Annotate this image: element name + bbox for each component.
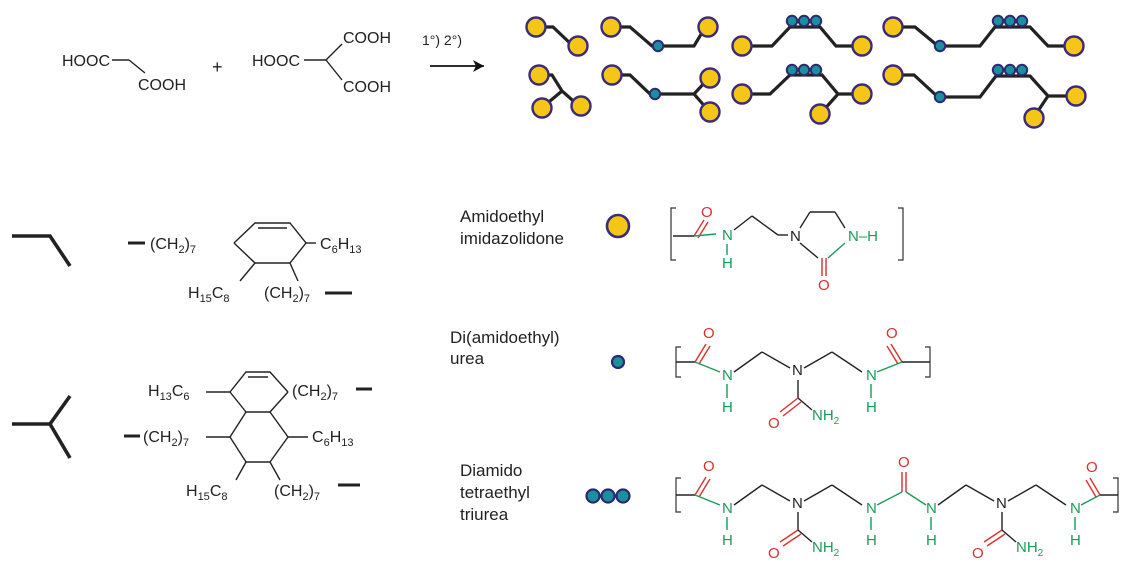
cooh-label-1: COOH <box>138 77 186 94</box>
reaction-arrow <box>430 60 484 72</box>
svg-text:H: H <box>722 532 733 549</box>
svg-text:H: H <box>926 532 937 549</box>
svg-text:N: N <box>1070 500 1081 517</box>
trimer-ch2-left: (CH2)7 <box>143 429 189 449</box>
svg-text:O: O <box>701 204 713 221</box>
product-dimer-2 <box>600 16 719 53</box>
svg-text:H: H <box>866 532 877 549</box>
legend-amidoethyl-line2: imidazolidone <box>460 229 564 248</box>
svg-text:N: N <box>996 495 1007 512</box>
legend-triurea-line1: Diamido <box>460 461 522 480</box>
malonic-acid: HOOC COOH <box>62 53 186 94</box>
product-trimer-3 <box>731 63 873 125</box>
dimer-symbol <box>12 234 72 267</box>
trimer-symbol <box>12 394 72 459</box>
svg-text:N: N <box>790 228 801 245</box>
svg-text:N: N <box>722 367 733 384</box>
hooc-label-2: HOOC <box>252 53 300 70</box>
legend-diamidoethyl-line1: Di(amidoethyl) <box>450 328 560 347</box>
structure-diamidoethyl-urea: O N H N N H O O NH2 <box>675 325 931 432</box>
legend-triurea-line2: tetraethyl <box>460 483 530 502</box>
trimer-ch2-bottom: (CH2)7 <box>274 483 320 503</box>
svg-text:O: O <box>1086 459 1098 476</box>
structure-triurea: O N H N O NH2 N H O N H N O NH2 <box>675 454 1119 562</box>
svg-text:O: O <box>768 415 780 432</box>
plus-sign: + <box>212 57 223 77</box>
product-trimer-4 <box>882 63 1087 129</box>
dimer-acid-structure: (CH2)7 C6H13 H15C8 (CH2)7 <box>128 222 362 305</box>
legend-amidoethyl-line1: Amidoethyl <box>460 207 544 226</box>
svg-text:O: O <box>703 325 715 342</box>
svg-text:H: H <box>866 399 877 416</box>
svg-text:O: O <box>886 325 898 342</box>
dimer-h15c8: H15C8 <box>188 285 230 305</box>
svg-text:H: H <box>1070 532 1081 549</box>
small-bead-icon <box>610 354 626 370</box>
legend-triurea: Diamido tetraethyl triurea <box>460 461 631 524</box>
svg-text:N: N <box>792 362 803 379</box>
svg-text:N: N <box>866 500 877 517</box>
dimer-ch2-left: (CH2)7 <box>150 236 196 256</box>
svg-text:N: N <box>722 227 733 244</box>
structure-amidoethyl-imidazolidone: O N H N N–H O <box>670 204 904 294</box>
svg-text:O: O <box>818 277 830 294</box>
legend-diamidoethyl-line2: urea <box>450 349 485 368</box>
legend-triurea-line3: triurea <box>460 505 509 524</box>
trimer-acid-structure: H13C6 (CH2)7 (CH2)7 C6H13 H15C8 (CH2)7 <box>124 371 372 503</box>
svg-text:NH2: NH2 <box>1016 539 1044 559</box>
svg-text:N–H: N–H <box>848 228 878 245</box>
svg-text:O: O <box>972 545 984 562</box>
svg-text:N: N <box>722 500 733 517</box>
trimer-c6h13: C6H13 <box>312 429 354 449</box>
cooh-label-bottom: COOH <box>343 79 391 96</box>
svg-text:H: H <box>722 255 733 272</box>
reaction-conditions: 1°) 2°) <box>422 32 462 48</box>
legend-amidoethyl-imidazolidone: Amidoethyl imidazolidone <box>460 207 631 248</box>
methanetricarboxylic-acid: HOOC COOH COOH <box>252 30 391 96</box>
trimer-h15c8: H15C8 <box>186 483 228 503</box>
hooc-label-1: HOOC <box>62 53 110 70</box>
product-dimer-1 <box>525 16 589 57</box>
svg-text:N: N <box>792 495 803 512</box>
product-dimer-3 <box>731 14 873 57</box>
product-trimer-1 <box>528 64 592 119</box>
triple-small-bead-icon <box>585 488 631 504</box>
trimer-h13c6: H13C6 <box>148 383 190 403</box>
svg-text:O: O <box>768 545 780 562</box>
large-bead-icon <box>605 213 631 239</box>
svg-text:NH2: NH2 <box>812 539 840 559</box>
dimer-c6h13: C6H13 <box>320 236 362 256</box>
svg-text:NH2: NH2 <box>812 407 840 427</box>
svg-text:O: O <box>898 454 910 471</box>
product-trimer-2 <box>601 64 721 123</box>
svg-text:H: H <box>722 399 733 416</box>
product-dimer-4 <box>882 14 1085 57</box>
legend-diamidoethyl-urea: Di(amidoethyl) urea <box>450 328 626 370</box>
svg-text:O: O <box>703 458 715 475</box>
dimer-ch2-right: (CH2)7 <box>264 285 310 305</box>
cooh-label-top: COOH <box>343 30 391 47</box>
svg-text:N: N <box>866 367 877 384</box>
svg-text:N: N <box>926 500 937 517</box>
trimer-ch2-top: (CH2)7 <box>292 383 338 403</box>
